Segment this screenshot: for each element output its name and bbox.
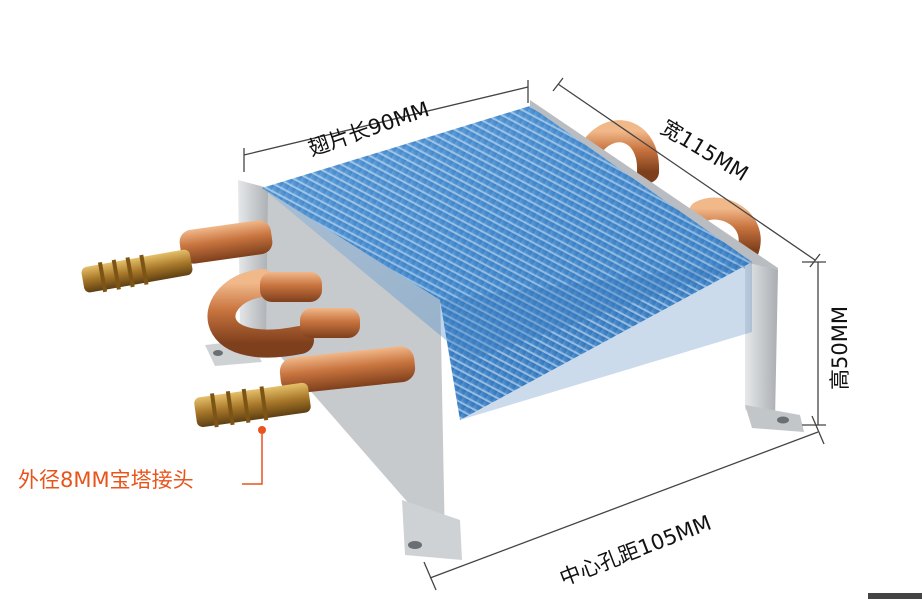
height-label: 高50MM (828, 306, 852, 390)
back-copper-bends (579, 120, 761, 261)
pagoda-joint-label: 外径8MM宝塔接头 (18, 468, 194, 492)
copper-pipes (179, 220, 416, 394)
dimension-lines (243, 77, 826, 591)
aluminum-fin-block (262, 106, 752, 420)
pagoda-callout-leader (242, 426, 266, 485)
right-mount-hole (777, 416, 789, 424)
left-mount-hole (408, 541, 422, 549)
corner-bar (868, 593, 922, 599)
upper-pagoda-fitting (81, 249, 193, 293)
lower-pagoda-fitting (194, 382, 311, 428)
